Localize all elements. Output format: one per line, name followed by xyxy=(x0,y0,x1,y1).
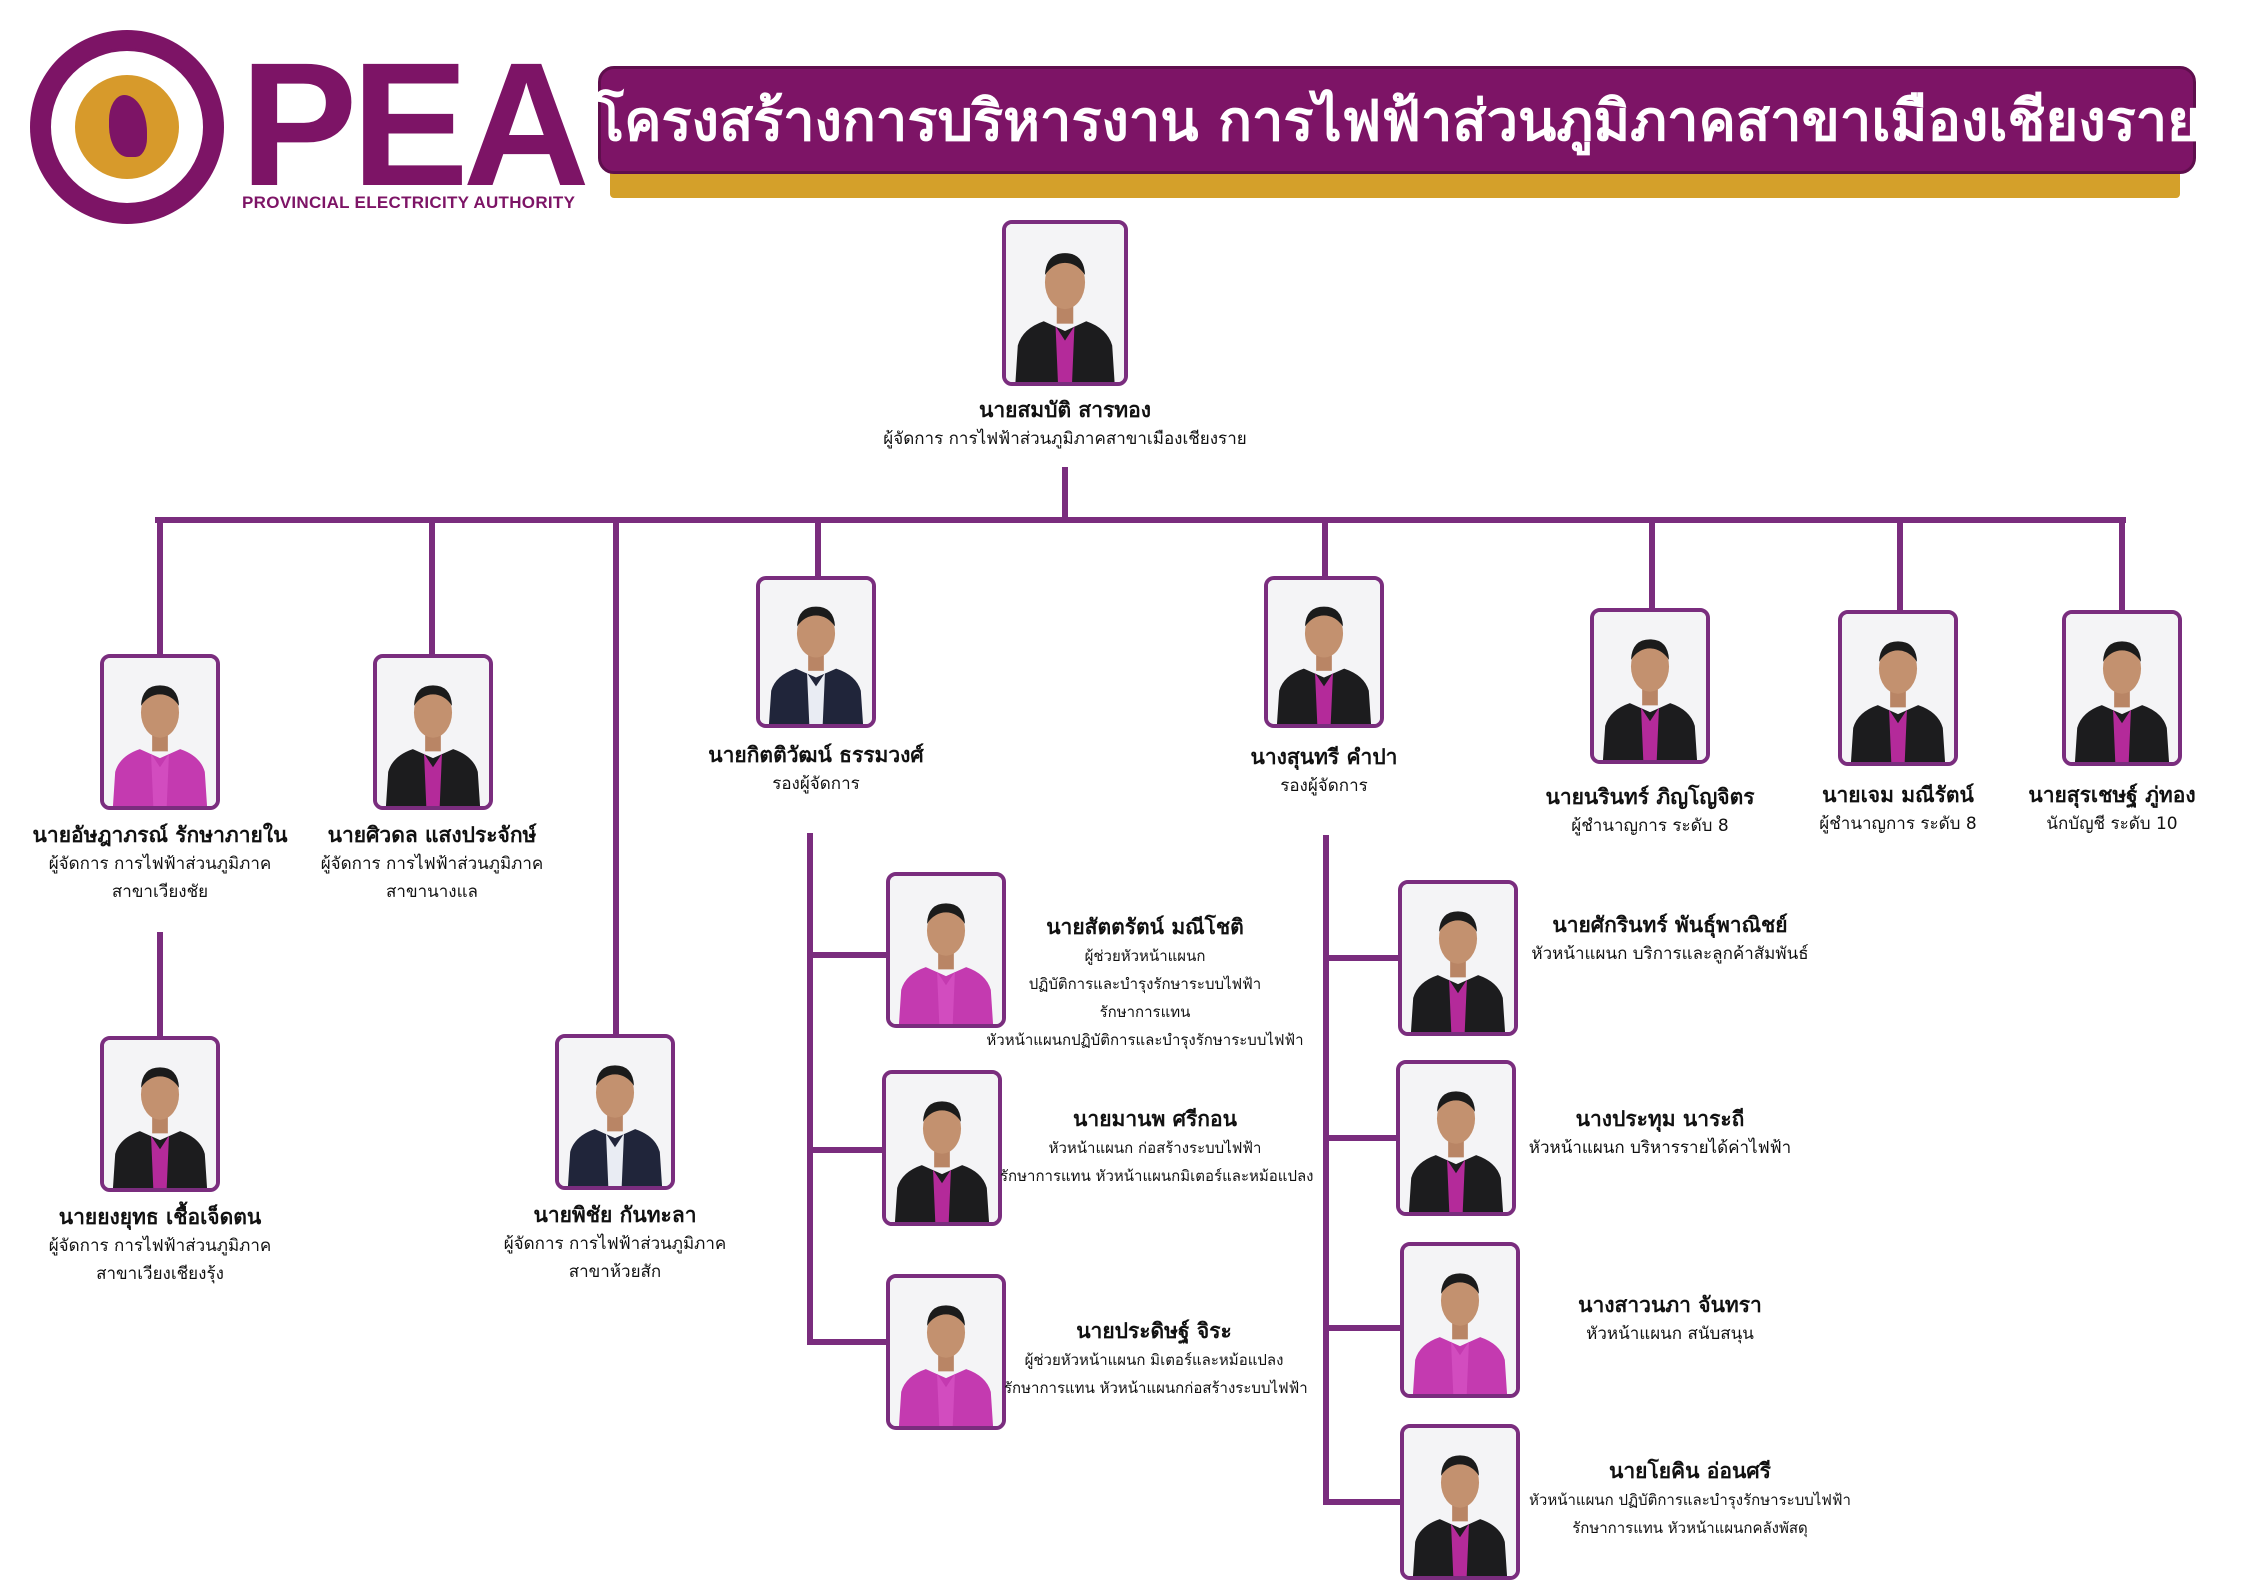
specialist-2-card: นายเจม มณีรัตน์ ผู้ชำนาญการ ระดับ 8 xyxy=(1819,783,1977,834)
top-manager-card: นายสมบัติ สารทอง ผู้จัดการ การไฟฟ้าส่วนภ… xyxy=(765,395,1365,453)
title-banner: โครงสร้างการบริหารงาน การไฟฟ้าส่วนภูมิภา… xyxy=(594,66,2200,174)
photo-deputy-2 xyxy=(1264,576,1384,728)
pea-logo-subtitle: PROVINCIAL ELECTRICITY AUTHORITY xyxy=(242,193,576,212)
left-staff-1-card: นายสัตตรัตน์ มณีโชติ ผู้ช่วยหัวหน้าแผนก … xyxy=(986,915,1304,1049)
portrait-silhouette-icon xyxy=(1594,612,1706,760)
portrait-silhouette-icon xyxy=(559,1038,671,1186)
right-staff-2-card: นางประทุม นาระถี หัวหน้าแผนก บริหารรายได… xyxy=(1528,1107,1792,1158)
photo-branch-nanglae xyxy=(373,654,493,810)
photo-left-staff-2 xyxy=(882,1070,1002,1226)
photo-right-staff-4 xyxy=(1400,1424,1520,1580)
deputy-2-card: นางสุนทรี คำปา รองผู้จัดการ xyxy=(1250,745,1398,796)
photo-right-staff-1 xyxy=(1398,880,1518,1036)
seal-thailand-map-icon xyxy=(75,75,179,179)
photo-specialist-2 xyxy=(1838,610,1958,766)
photo-specialist-3 xyxy=(2062,610,2182,766)
portrait-silhouette-icon xyxy=(760,580,872,724)
photo-left-staff-3 xyxy=(886,1274,1006,1430)
portrait-silhouette-icon xyxy=(1402,884,1514,1032)
photo-left-staff-1 xyxy=(886,872,1006,1028)
photo-branch-huaisak xyxy=(555,1034,675,1190)
right-staff-4-card: นายโยคิน อ่อนศรี หัวหน้าแผนก ปฏิบัติการแ… xyxy=(1529,1459,1851,1537)
portrait-silhouette-icon xyxy=(377,658,489,806)
deputy-1-card: นายกิตติวัฒน์ ธรรมวงศ์ รองผู้จัดการ xyxy=(708,743,924,794)
photo-branch-wiangchai xyxy=(100,654,220,810)
portrait-silhouette-icon xyxy=(1006,224,1124,382)
photo-right-staff-2 xyxy=(1396,1060,1516,1216)
portrait-silhouette-icon xyxy=(2066,614,2178,762)
photo-top-manager xyxy=(1002,220,1128,386)
photo-branch-wiangchiangrung xyxy=(100,1036,220,1192)
portrait-silhouette-icon xyxy=(1400,1064,1512,1212)
portrait-silhouette-icon xyxy=(104,1040,216,1188)
top-manager-position: ผู้จัดการ การไฟฟ้าส่วนภูมิภาคสาขาเมืองเช… xyxy=(883,429,1247,449)
photo-right-staff-3 xyxy=(1400,1242,1520,1398)
photo-specialist-1 xyxy=(1590,608,1710,764)
portrait-silhouette-icon xyxy=(104,658,216,806)
portrait-silhouette-icon xyxy=(886,1074,998,1222)
branch-wiangchiangrung-card: นายยงยุทธ เชื้อเจ็ดตน ผู้จัดการ การไฟฟ้า… xyxy=(48,1205,272,1284)
portrait-silhouette-icon xyxy=(1842,614,1954,762)
branch-wiangchai-card: นายอัษฎาภรณ์ รักษาภายใน ผู้จัดการ การไฟฟ… xyxy=(32,823,288,902)
portrait-silhouette-icon xyxy=(1404,1428,1516,1576)
specialist-3-card: นายสุรเชษฐ์ ภู่ทอง นักบัญชี ระดับ 10 xyxy=(2028,783,2196,834)
right-staff-3-card: นางสาวนภา จันทรา หัวหน้าแผนก สนับสนุน xyxy=(1578,1293,1762,1344)
portrait-silhouette-icon xyxy=(1404,1246,1516,1394)
pea-logo-word: PEA xyxy=(240,27,590,223)
left-staff-3-card: นายประดิษฐ์ จิระ ผู้ช่วยหัวหน้าแผนก มิเต… xyxy=(1004,1319,1308,1397)
portrait-silhouette-icon xyxy=(890,876,1002,1024)
right-staff-1-card: นายศักรินทร์ พันธุ์พาณิชย์ หัวหน้าแผนก บ… xyxy=(1531,913,1809,964)
left-staff-2-card: นายมานพ ศรีกอน หัวหน้าแผนก ก่อสร้างระบบไ… xyxy=(1000,1107,1314,1185)
banner-gold-bar xyxy=(610,170,2180,198)
page-title: โครงสร้างการบริหารงาน การไฟฟ้าส่วนภูมิภา… xyxy=(594,88,2200,154)
portrait-silhouette-icon xyxy=(890,1278,1002,1426)
portrait-silhouette-icon xyxy=(1268,580,1380,724)
specialist-1-card: นายนรินทร์ ภิญโญจิตร ผู้ชำนาญการ ระดับ 8 xyxy=(1545,785,1755,836)
branch-huaisak-card: นายพิชัย กันทะลา ผู้จัดการ การไฟฟ้าส่วนภ… xyxy=(503,1203,727,1282)
photo-deputy-1 xyxy=(756,576,876,728)
pea-seal-logo xyxy=(30,30,224,224)
top-manager-name: นายสมบัติ สารทอง xyxy=(979,398,1151,422)
branch-nanglae-card: นายศิวดล แสงประจักษ์ ผู้จัดการ การไฟฟ้าส… xyxy=(320,823,544,902)
